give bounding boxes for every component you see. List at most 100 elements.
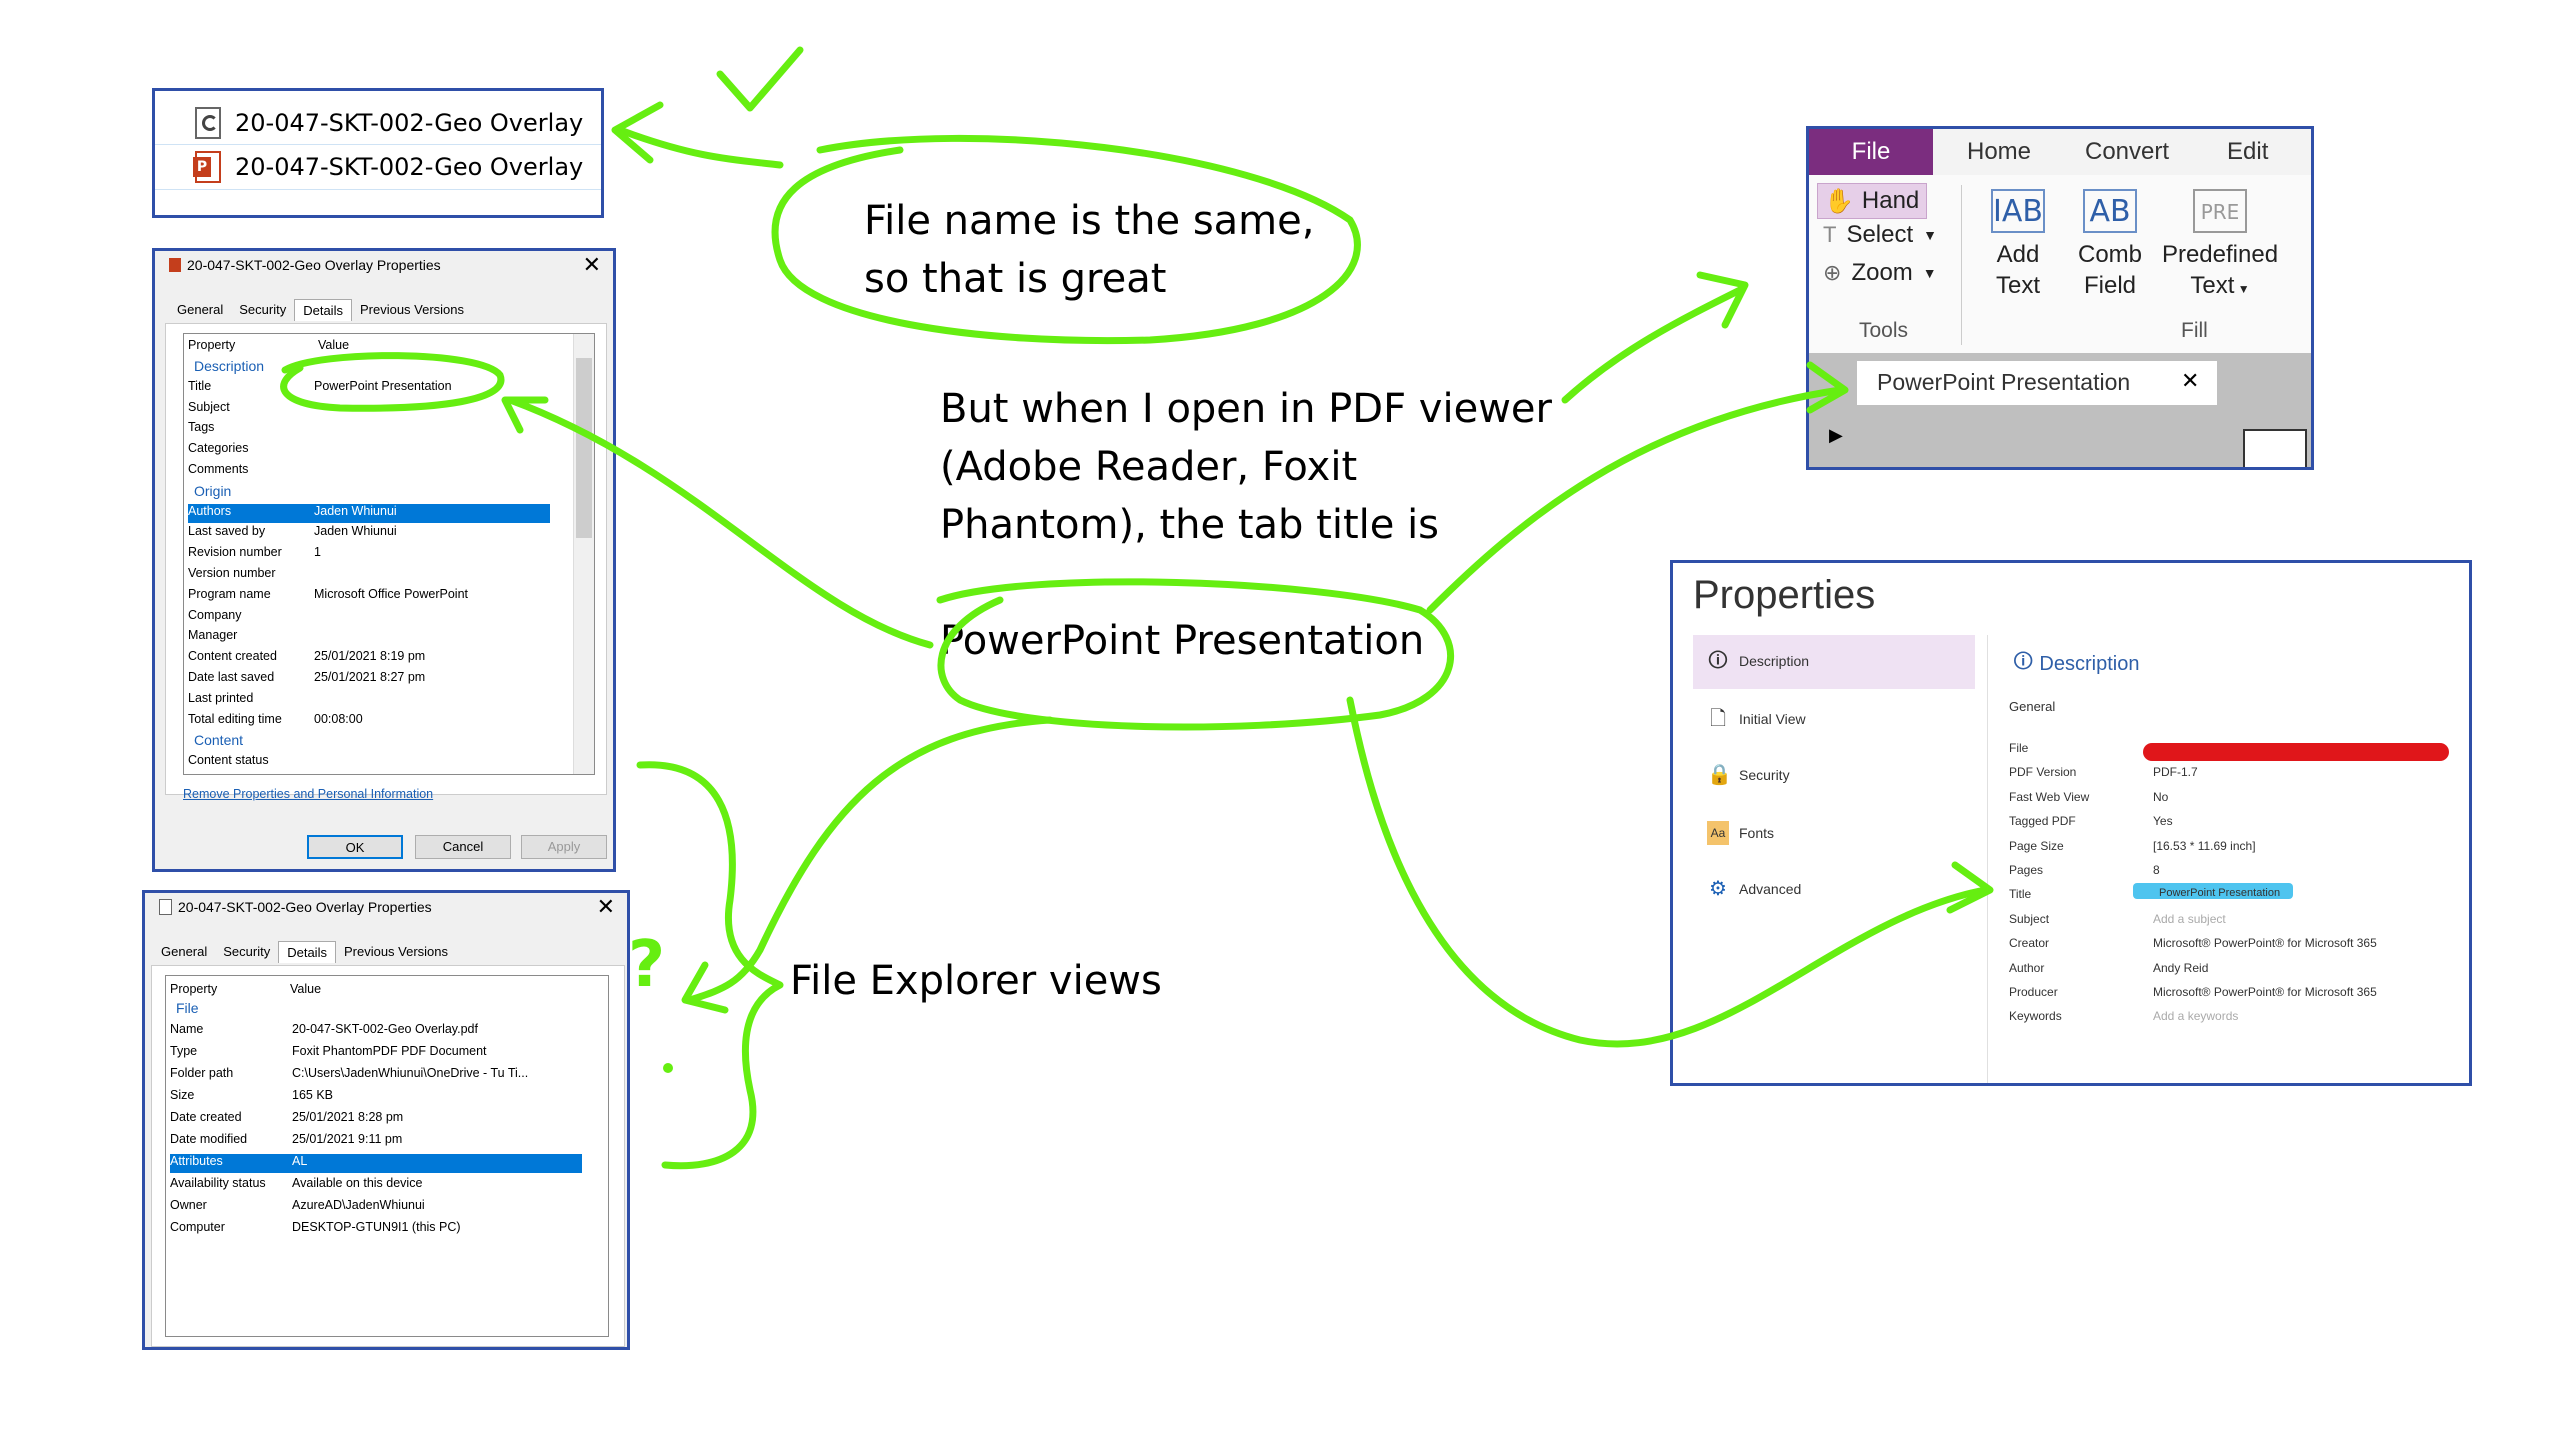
pdf-file-icon: [159, 899, 172, 915]
add-text-button[interactable]: IAB Add Text: [1975, 189, 2061, 301]
tab-details[interactable]: Details: [278, 941, 336, 963]
sidebar-item-security[interactable]: 🔒Security: [1707, 764, 1790, 786]
arrowhead-file-list: [611, 101, 664, 164]
ribbon-tab-bar: File Home Convert Edit: [1809, 129, 2311, 175]
question-dot: [663, 1063, 673, 1073]
section-header: Description: [194, 358, 265, 374]
property-row[interactable]: Content status: [188, 753, 269, 768]
property-label: Keywords: [2009, 1009, 2062, 1024]
pdf-file-icon: [195, 107, 221, 139]
property-row[interactable]: Version number: [188, 566, 276, 580]
fonts-icon: Aa: [1707, 821, 1729, 845]
tab-convert[interactable]: Convert: [2085, 138, 2170, 165]
scroll-thumb[interactable]: [576, 358, 592, 538]
property-input[interactable]: Add a keywords: [2153, 1009, 2239, 1024]
note-question-mark: ?: [628, 928, 666, 1002]
description-icon: 🛈: [2013, 651, 2034, 673]
property-row[interactable]: Categories: [188, 441, 249, 456]
property-row[interactable]: Manager: [188, 628, 238, 643]
property-label: Pages: [2009, 863, 2044, 877]
pdf-properties-dialog: 20-047-SKT-002-Geo Overlay Properties ✕ …: [142, 890, 630, 1350]
scrollbar[interactable]: [573, 334, 594, 774]
sidebar-item-initial-view[interactable]: 🗋Initial View: [1707, 707, 1806, 731]
ok-button[interactable]: OK: [307, 835, 403, 859]
property-row[interactable]: Subject: [188, 399, 230, 414]
chevron-right-icon[interactable]: ▶: [1829, 425, 1843, 446]
sidebar-item-advanced[interactable]: ⚙Advanced: [1707, 877, 1801, 901]
property-input[interactable]: Add a subject: [2153, 911, 2226, 926]
list-item[interactable]: 20-047-SKT-002-Geo Overlay: [195, 103, 583, 143]
list-item[interactable]: 20-047-SKT-002-Geo Overlay: [193, 147, 583, 187]
hand-tool-button[interactable]: ✋ Hand: [1817, 183, 1927, 219]
remove-properties-link[interactable]: Remove Properties and Personal Informati…: [183, 787, 434, 801]
arrow-to-explorer: [686, 716, 1054, 1004]
property-value: Andy Reid: [2153, 960, 2209, 975]
note-pdf-viewer-line3: Phantom), the tab title is: [940, 502, 1440, 548]
chevron-down-icon: ▼: [2234, 282, 2250, 296]
tab-general[interactable]: General: [161, 944, 208, 959]
comb-field-button[interactable]: AB Comb Field: [2065, 189, 2155, 301]
arrow-to-file-list: [616, 126, 784, 169]
column-header: Property Value: [188, 338, 350, 352]
tab-previous-versions[interactable]: Previous Versions: [343, 944, 449, 959]
property-value: [16.53 * 11.69 inch]: [2153, 838, 2256, 853]
tab-security[interactable]: Security: [239, 302, 287, 317]
property-label: Fast Web View: [2009, 789, 2090, 804]
tab-previous-versions[interactable]: Previous Versions: [359, 302, 465, 317]
property-row[interactable]: Tags: [188, 420, 215, 435]
tools-group-label: Tools: [1859, 319, 1909, 342]
document-properties-panel: Properties 🛈Description 🗋Initial View 🔒S…: [1670, 560, 2472, 1086]
tab-details[interactable]: Details: [294, 299, 352, 321]
tab-edit[interactable]: Edit: [2227, 138, 2269, 165]
tab-home[interactable]: Home: [1967, 138, 2032, 165]
powerpoint-file-icon: [193, 151, 221, 183]
property-row[interactable]: Last printed: [188, 690, 254, 705]
predefined-text-button[interactable]: PRE Predefined Text ▼: [2155, 189, 2285, 305]
tab-security[interactable]: Security: [223, 944, 271, 959]
close-icon[interactable]: ✕: [2181, 369, 2200, 394]
apply-button[interactable]: Apply: [521, 835, 607, 859]
property-value: 8: [2153, 863, 2160, 877]
property-row[interactable]: Company: [188, 607, 242, 622]
property-value: PDF-1.7: [2153, 765, 2198, 780]
note-file-name-line2: so that is great: [864, 256, 1167, 302]
select-tool-button[interactable]: T Select ▼: [1823, 221, 1938, 248]
document-tab[interactable]: PowerPoint Presentation ✕: [1857, 361, 2217, 405]
property-label: Page Size: [2009, 838, 2064, 853]
sidebar-divider: [1987, 635, 1988, 1083]
cancel-button[interactable]: Cancel: [415, 835, 511, 859]
tab-general[interactable]: General: [177, 302, 224, 317]
column-header: Property Value: [170, 982, 322, 996]
property-row[interactable]: Comments: [188, 462, 249, 476]
file-name: 20-047-SKT-002-Geo Overlay: [235, 109, 584, 137]
tab-file[interactable]: File: [1809, 129, 1933, 175]
close-icon[interactable]: ✕: [582, 253, 601, 278]
sidebar-item-description[interactable]: [1693, 635, 1975, 689]
select-cursor-icon: T: [1823, 222, 1837, 247]
arrowhead-foxit-tab: [1806, 361, 1849, 414]
title-circle-ppt: [280, 352, 505, 412]
property-value: Microsoft® PowerPoint® for Microsoft 365: [2153, 985, 2377, 999]
close-icon[interactable]: ✕: [596, 895, 615, 920]
zoom-tool-button[interactable]: ⊕ Zoom ▼: [1823, 259, 1937, 286]
property-value[interactable]: PowerPoint Presentation: [2159, 887, 2281, 900]
